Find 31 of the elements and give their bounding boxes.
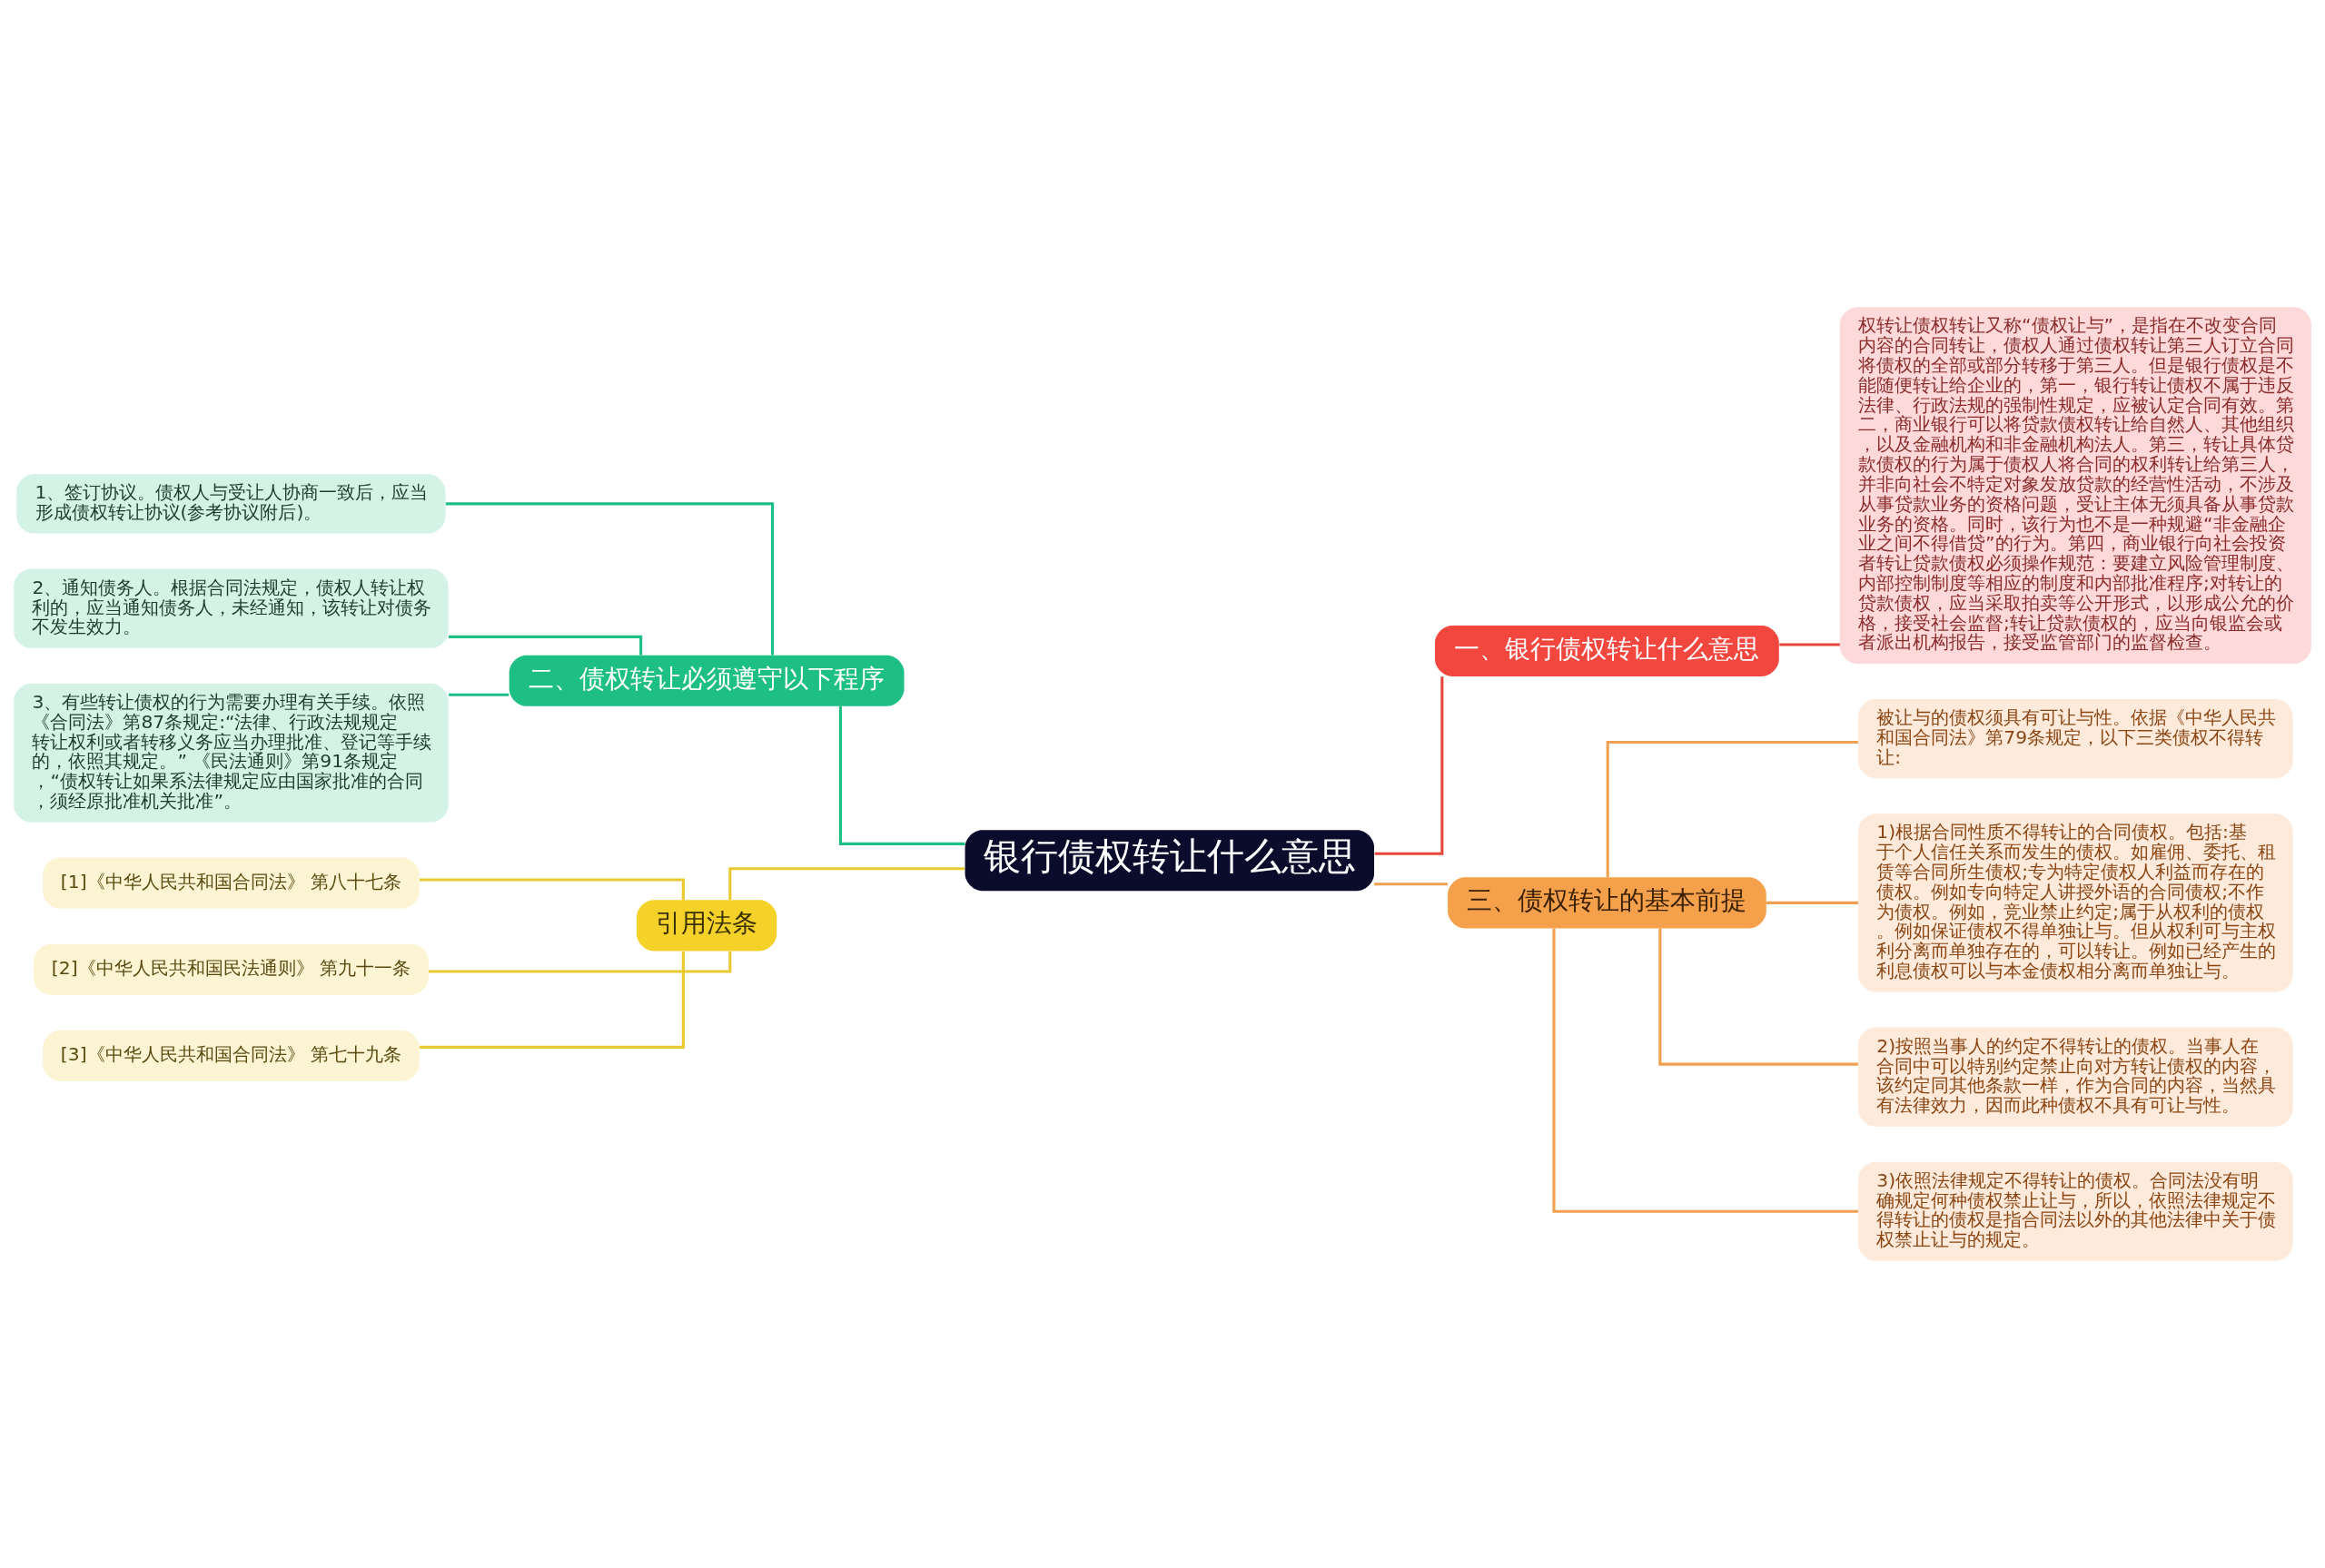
connector [445,502,775,656]
connector [428,951,732,973]
node-box: 被让与的债权须具有可让与性。依据《中华人民共和国合同法》第79条规定，以下三类债权不得转让: [1858,699,2293,779]
node-box: [3]《中华人民共和国合同法》 第七十九条 [43,1030,420,1081]
node-box: 权转让债权转让又称“债权让与”，是指在不改变合同内容的合同转让，债权人通过债权转让第三人订立合同将债权的全部或部分转移于第三人。但是银行债权是不能随便转让给企业的，第一，银行转让债权不属于违反法律、行政法规的强制性规定，应被认定合同有效。第二，商业银行可以将贷款债权转让给自然人、其他组织，以及金融机构和非金融机构法人。第三，转让具体贷款债权的行为属于债权人将合同的权利转让给第三人，并非向社会不特定对象发放贷款的经营性活动，不涉及从事贷款业务的资格问题，受让主体无须具备从事贷款业务的资格。同时，该行为也不是一种规避“非金融企业之间不得借贷”的行为。第四，商业银行向社会投资者转让贷款债权必须操作规范：要建立风险管理制度、内部控制制度等相应的制度和内部批准程序;对转让的贷款债权，应当采取拍卖等公开形式，以形成公允的价格，接受社会监督;转让贷款债权的，应当向银监会或者派出机构报告，接受监管部门的监督检查。 [1839,307,2311,664]
connector [1779,643,1840,646]
node-box: 3、有些转让债权的行为需要办理有关手续。依照《合同法》第87条规定:“法律、行政法规规定转让权利或者转移义务应当办理批准、登记等手续的，依照其规定。” 《民法通则》第91条规定，“债权转让如果系法律规定应由国家批准的合同，须经原批准机关批准”。 [14,683,449,823]
node-box: 2、通知债务人。根据合同法规定，债权人转让权利的，应当通知债务人，未经通知，该转让对债务不发生效力。 [14,568,449,648]
connector [1374,676,1444,855]
connector [1766,901,1858,904]
connector [449,693,510,696]
connector [1658,928,1858,1066]
node-box: 银行债权转让什么意思 [965,830,1374,892]
connector [420,951,685,1049]
connector [1374,883,1448,886]
connector [838,705,965,845]
connector [420,878,685,901]
node-box: 三、债权转让的基本前提 [1448,877,1766,929]
connector [1552,928,1858,1213]
node-box: 引用法条 [636,900,777,952]
node-box: 一、银行债权转让什么意思 [1435,625,1779,677]
node-box: [1]《中华人民共和国合同法》 第八十七条 [43,857,420,909]
connector [448,635,643,656]
connector [1606,740,1858,877]
node-box: [2]《中华人民共和国民法通则》 第九十一条 [34,943,429,995]
node-box: 3)依照法律规定不得转让的债权。合同法没有明确规定何种债权禁止让与，所以，依照法律规定不得转让的债权是指合同法以外的其他法律中关于债权禁止让与的规定。 [1858,1161,2293,1261]
node-box: 1、签订协议。债权人与受让人协商一致后，应当形成债权转让协议(参考协议附后)。 [16,474,446,534]
node-box: 2)按照当事人的约定不得转让的债权。当事人在合同中可以特别约定禁止向对方转让债权的内容，该约定同其他条款一样，作为合同的内容，当然具有法律效力，因而此种债权不具有可让与性。 [1858,1027,2293,1127]
node-box: 二、债权转让必须遵守以下程序 [509,655,905,706]
node-box: 1)根据合同性质不得转让的合同债权。包括:基于个人信任关系而发生的债权。如雇佣、委托、租赁等合同所生债权;专为特定债权人利益而存在的债权。例如专向特定人讲授外语的合同债权;不作为债权。例如，竞业禁止约定;属于从权利的债权。例如保证债权不得单独让与。但从权利可与主权利分离而单独存在的，可以转让。例如已经产生的利息债权可以与本金债权相分离而单独让与。 [1858,814,2293,992]
connector [728,867,965,900]
